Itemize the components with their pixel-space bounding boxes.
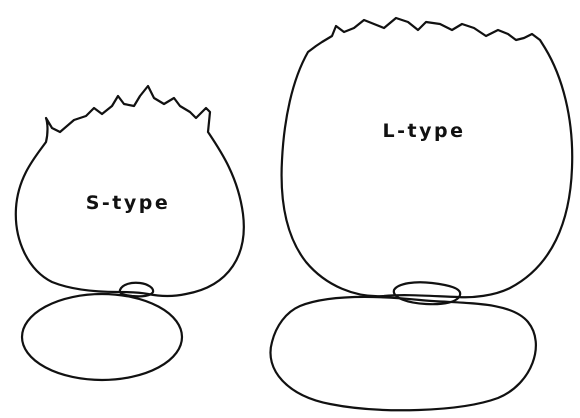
s-type-label: S-type [86, 192, 171, 214]
s-type-upper-body [16, 86, 244, 296]
l-type-cell: L-type [270, 18, 572, 410]
s-type-cell: S-type [16, 86, 244, 380]
l-type-upper-body [282, 18, 573, 297]
s-type-lower-body [22, 294, 182, 380]
l-type-label: L-type [383, 120, 466, 142]
l-type-lower-body [270, 297, 535, 410]
